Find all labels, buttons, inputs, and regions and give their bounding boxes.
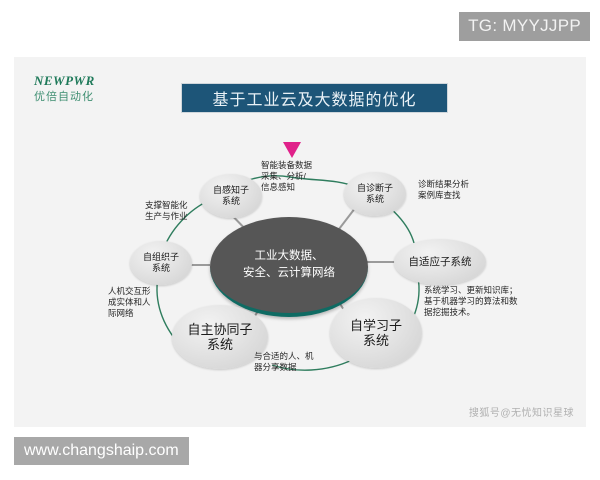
node-self-adaptive-label: 自适应子系统	[408, 255, 472, 268]
sohu-watermark: 搜狐号@无忧知识星球	[468, 408, 574, 419]
note-support: 支撑智能化 生产与作业	[145, 200, 188, 222]
node-self-learning-line2: 系统	[362, 333, 389, 348]
node-self-learning-text: 自学习子 系统	[350, 318, 402, 349]
note-adaptive: 系统学习、更新知识库； 基于机器学习的算法和数 据挖掘技术。	[424, 285, 518, 318]
hub-spoke-diagram: 工业大数据、 安全、云计算网络 自感知子 系统 自诊断子 系统 自适应子系统	[14, 57, 586, 427]
node-self-sensing-line2: 系统	[221, 196, 240, 206]
node-self-diagnosis-line1: 自诊断子	[356, 183, 393, 194]
arc-learning-coordinate	[271, 359, 353, 371]
node-self-organizing-line1: 自组织子	[142, 252, 179, 263]
node-self-diagnosis-text: 自诊断子 系统	[357, 183, 393, 204]
node-self-learning-line1: 自学习子	[349, 317, 402, 333]
page-title: 基于工业云及大数据的优化	[212, 92, 417, 109]
node-self-coordination-line2: 系统	[206, 337, 233, 352]
node-self-coordination[interactable]: 自主协同子 系统	[172, 305, 268, 369]
node-self-organizing[interactable]: 自组织子 系统	[130, 241, 192, 285]
slide-canvas: NEWPWR 优倍自动化 基于工业云及大数据的优化	[14, 57, 586, 427]
note-diagnosis: 诊断结果分析 案例库查找	[418, 179, 470, 201]
node-self-sensing[interactable]: 自感知子 系统	[200, 174, 262, 218]
node-self-organizing-line2: 系统	[151, 263, 170, 273]
node-self-diagnosis-line2: 系统	[365, 194, 384, 204]
center-node-text: 工业大数据、 安全、云计算网络	[243, 248, 335, 281]
node-self-diagnosis[interactable]: 自诊断子 系统	[344, 172, 406, 216]
logo-subtitle: 优倍自动化	[34, 91, 94, 103]
slide-title-banner: 基于工业云及大数据的优化	[181, 83, 448, 113]
center-node-industrial-bigdata[interactable]: 工业大数据、 安全、云计算网络	[210, 217, 368, 317]
node-self-organizing-text: 自组织子 系统	[143, 252, 179, 273]
node-self-sensing-line1: 自感知子	[212, 185, 249, 196]
logo-wordmark: NEWPWR	[34, 73, 95, 88]
pink-down-arrow-icon	[283, 142, 301, 158]
note-sensing: 智能装备数据 采集、分析/ 信息感知	[261, 160, 313, 193]
note-coordination: 与合适的人、机 器分享数据	[254, 351, 314, 373]
brand-logo: NEWPWR 优倍自动化	[34, 74, 95, 103]
node-self-adaptive[interactable]: 自适应子系统	[394, 239, 486, 285]
note-organizing: 人机交互形 成实体和人 际网络	[108, 286, 151, 319]
center-node-line2: 安全、云计算网络	[243, 267, 335, 279]
telegram-watermark: TG: MYYJJPP	[459, 12, 590, 41]
center-node-line1: 工业大数据、	[254, 250, 324, 263]
node-self-sensing-text: 自感知子 系统	[213, 185, 249, 206]
node-self-learning[interactable]: 自学习子 系统	[330, 298, 422, 368]
node-self-coordination-line1: 自主协同子	[187, 321, 253, 337]
node-self-coordination-text: 自主协同子 系统	[187, 322, 252, 353]
url-watermark: www.changshaip.com	[14, 437, 189, 465]
